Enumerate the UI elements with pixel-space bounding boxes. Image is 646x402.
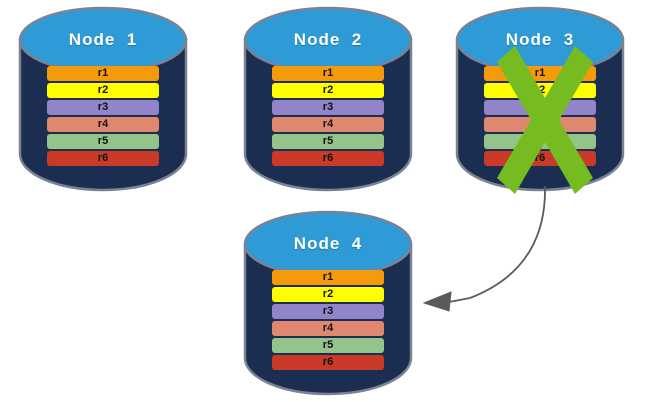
node-2-row-r4[interactable]: r4	[272, 117, 384, 132]
row-label: r1	[97, 67, 109, 79]
row-label: r4	[322, 118, 334, 130]
node-3-rows: r1 r2 r3 r4 r5 r6	[455, 66, 625, 166]
row-label: r3	[97, 101, 109, 113]
node-2-row-r3[interactable]: r3	[272, 100, 384, 115]
curved-arrow-icon	[469, 185, 546, 299]
node-3-row-r6[interactable]: r6	[484, 151, 596, 166]
row-label: r6	[322, 152, 334, 164]
node-1-row-r5[interactable]: r5	[47, 134, 159, 149]
row-label: r5	[322, 135, 334, 147]
row-label: r5	[97, 135, 109, 147]
row-label: r1	[534, 67, 546, 79]
node-1-rows: r1 r2 r3 r4 r5 r6	[18, 66, 188, 166]
node-2-row-r2[interactable]: r2	[272, 83, 384, 98]
row-label: r2	[322, 288, 334, 300]
row-label: r1	[322, 271, 334, 283]
row-label: r5	[534, 135, 546, 147]
node-3[interactable]: Node 3 r1 r2 r3 r4 r5 r6	[455, 4, 625, 194]
node-3-row-r3[interactable]: r3	[484, 100, 596, 115]
node-2-row-r5[interactable]: r5	[272, 134, 384, 149]
row-label: r2	[97, 84, 109, 96]
node-3-row-r2[interactable]: r2	[484, 83, 596, 98]
row-label: r6	[534, 152, 546, 164]
node-1-row-r1[interactable]: r1	[47, 66, 159, 81]
node-2-rows: r1 r2 r3 r4 r5 r6	[243, 66, 413, 166]
node-4-row-r4[interactable]: r4	[272, 321, 384, 336]
node-1-row-r2[interactable]: r2	[47, 83, 159, 98]
row-label: r4	[322, 322, 334, 334]
node-4[interactable]: Node 4 r1 r2 r3 r4 r5 r6	[243, 208, 413, 396]
node-4-row-r1[interactable]: r1	[272, 270, 384, 285]
row-label: r4	[97, 118, 109, 130]
node-3-row-r1[interactable]: r1	[484, 66, 596, 81]
node-2[interactable]: Node 2 r1 r2 r3 r4 r5 r6	[243, 4, 413, 192]
node-3-row-r5[interactable]: r5	[484, 134, 596, 149]
node-1[interactable]: Node 1 r1 r2 r3 r4 r5 r6	[18, 4, 188, 192]
node-1-row-r4[interactable]: r4	[47, 117, 159, 132]
row-label: r3	[322, 101, 334, 113]
row-label: r2	[534, 84, 546, 96]
row-label: r2	[322, 84, 334, 96]
node-1-row-r3[interactable]: r3	[47, 100, 159, 115]
node-2-row-r1[interactable]: r1	[272, 66, 384, 81]
row-label: r4	[534, 118, 546, 130]
row-label: r3	[322, 305, 334, 317]
arrow-head-icon	[422, 291, 452, 312]
node-4-row-r3[interactable]: r3	[272, 304, 384, 319]
row-label: r1	[322, 67, 334, 79]
arrow-tail-segment	[448, 297, 471, 303]
row-label: r5	[322, 339, 334, 351]
row-label: r6	[97, 152, 109, 164]
row-label: r3	[534, 101, 546, 113]
node-3-row-r4[interactable]: r4	[484, 117, 596, 132]
row-label: r6	[322, 356, 334, 368]
node-2-row-r6[interactable]: r6	[272, 151, 384, 166]
node-4-row-r5[interactable]: r5	[272, 338, 384, 353]
node-1-row-r6[interactable]: r6	[47, 151, 159, 166]
node-4-row-r2[interactable]: r2	[272, 287, 384, 302]
node-4-rows: r1 r2 r3 r4 r5 r6	[243, 270, 413, 370]
node-4-row-r6[interactable]: r6	[272, 355, 384, 370]
